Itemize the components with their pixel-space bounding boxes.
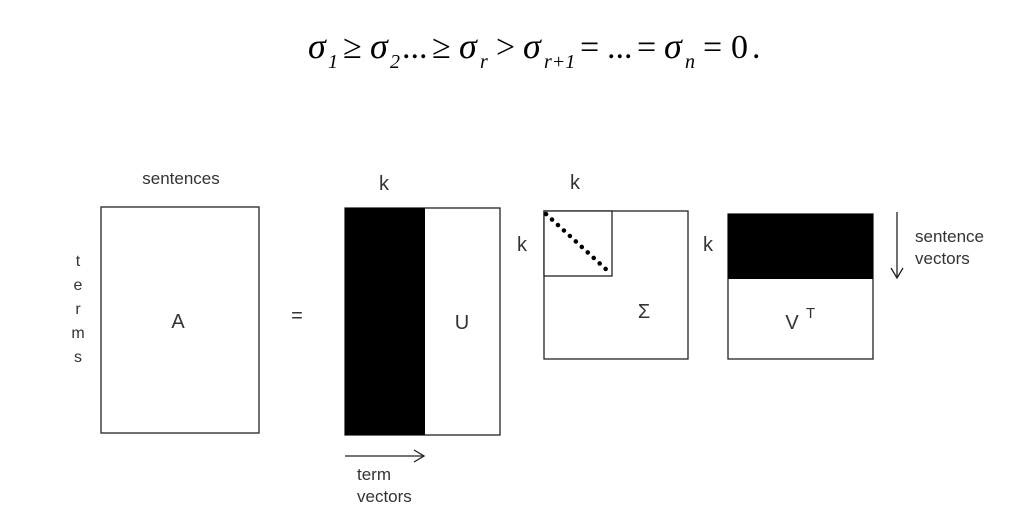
terms-letter-s: s bbox=[74, 349, 82, 366]
sub-n: n bbox=[685, 51, 695, 73]
term-label: term bbox=[357, 465, 391, 484]
matrix-sigma-k-side: k bbox=[517, 234, 528, 256]
matrix-sigma: k k Σ bbox=[517, 172, 689, 360]
matrix-u-k-columns bbox=[345, 208, 425, 435]
term-vectors-arrow bbox=[345, 449, 426, 463]
terms-letter-r: r bbox=[75, 301, 81, 318]
matrix-u-label: U bbox=[455, 312, 469, 334]
sigma-r1: σ bbox=[523, 26, 542, 66]
geq-2: ≥ bbox=[432, 29, 451, 66]
svg-text:σ 1 ≥ σ: σ 1 ≥ σ 2 ... ≥ σ r > σ r+1 = ... = σ n … bbox=[308, 26, 761, 73]
period: . bbox=[752, 29, 761, 66]
sigma-2: σ bbox=[370, 26, 389, 66]
singular-value-ordering-equation: σ 1 ≥ σ 2 ... ≥ σ r > σ r+1 = ... = σ n … bbox=[0, 20, 1024, 80]
matrix-sigma-label: Σ bbox=[638, 301, 650, 323]
sentence-vectors-arrow bbox=[890, 212, 904, 280]
matrix-sigma-k-block bbox=[543, 210, 613, 277]
gt: > bbox=[496, 29, 515, 66]
matrix-a-label: A bbox=[171, 311, 185, 333]
sub-r: r bbox=[480, 51, 488, 73]
matrix-vt-k-label: k bbox=[703, 234, 714, 256]
terms-letter-t: t bbox=[76, 253, 81, 270]
eq-3: = bbox=[703, 29, 722, 66]
matrix-u-k-label: k bbox=[379, 173, 390, 195]
matrix-sigma-k-top: k bbox=[570, 172, 581, 194]
eq-1: = bbox=[580, 29, 599, 66]
sub-r1: r+1 bbox=[544, 51, 575, 73]
matrix-vt-k-rows bbox=[728, 214, 873, 279]
vectors-label: vectors bbox=[357, 487, 412, 506]
dots-1: ... bbox=[402, 29, 428, 66]
geq-1: ≥ bbox=[343, 29, 362, 66]
matrix-vt-superscript: T bbox=[806, 305, 815, 322]
zero: 0 bbox=[731, 29, 748, 66]
matrix-a-box bbox=[100, 206, 260, 434]
terms-letter-m: m bbox=[71, 325, 84, 342]
sigma-n: σ bbox=[664, 26, 683, 66]
matrix-a: sentences A t e r m s bbox=[71, 169, 260, 434]
matrix-vt: k V T sentence vectors bbox=[703, 212, 984, 360]
matrix-vt-label: V bbox=[785, 312, 799, 334]
sentences-label: sentences bbox=[142, 169, 220, 188]
matrix-u: k U term vectors bbox=[344, 173, 501, 506]
equals-sign: = bbox=[291, 305, 303, 327]
sentence-vectors-label: vectors bbox=[915, 249, 970, 268]
equation-svg: σ 1 ≥ σ 2 ... ≥ σ r > σ r+1 = ... = σ n … bbox=[308, 26, 761, 73]
sentence-label: sentence bbox=[915, 227, 984, 246]
diagonal-singular-values bbox=[543, 211, 612, 275]
sigma-1: σ bbox=[308, 26, 327, 66]
terms-letter-e: e bbox=[74, 277, 83, 294]
dots-2: ... bbox=[607, 29, 633, 66]
sub-1: 1 bbox=[328, 51, 338, 73]
eq-2: = bbox=[637, 29, 656, 66]
sigma-r: σ bbox=[459, 26, 478, 66]
sub-2: 2 bbox=[390, 51, 400, 73]
